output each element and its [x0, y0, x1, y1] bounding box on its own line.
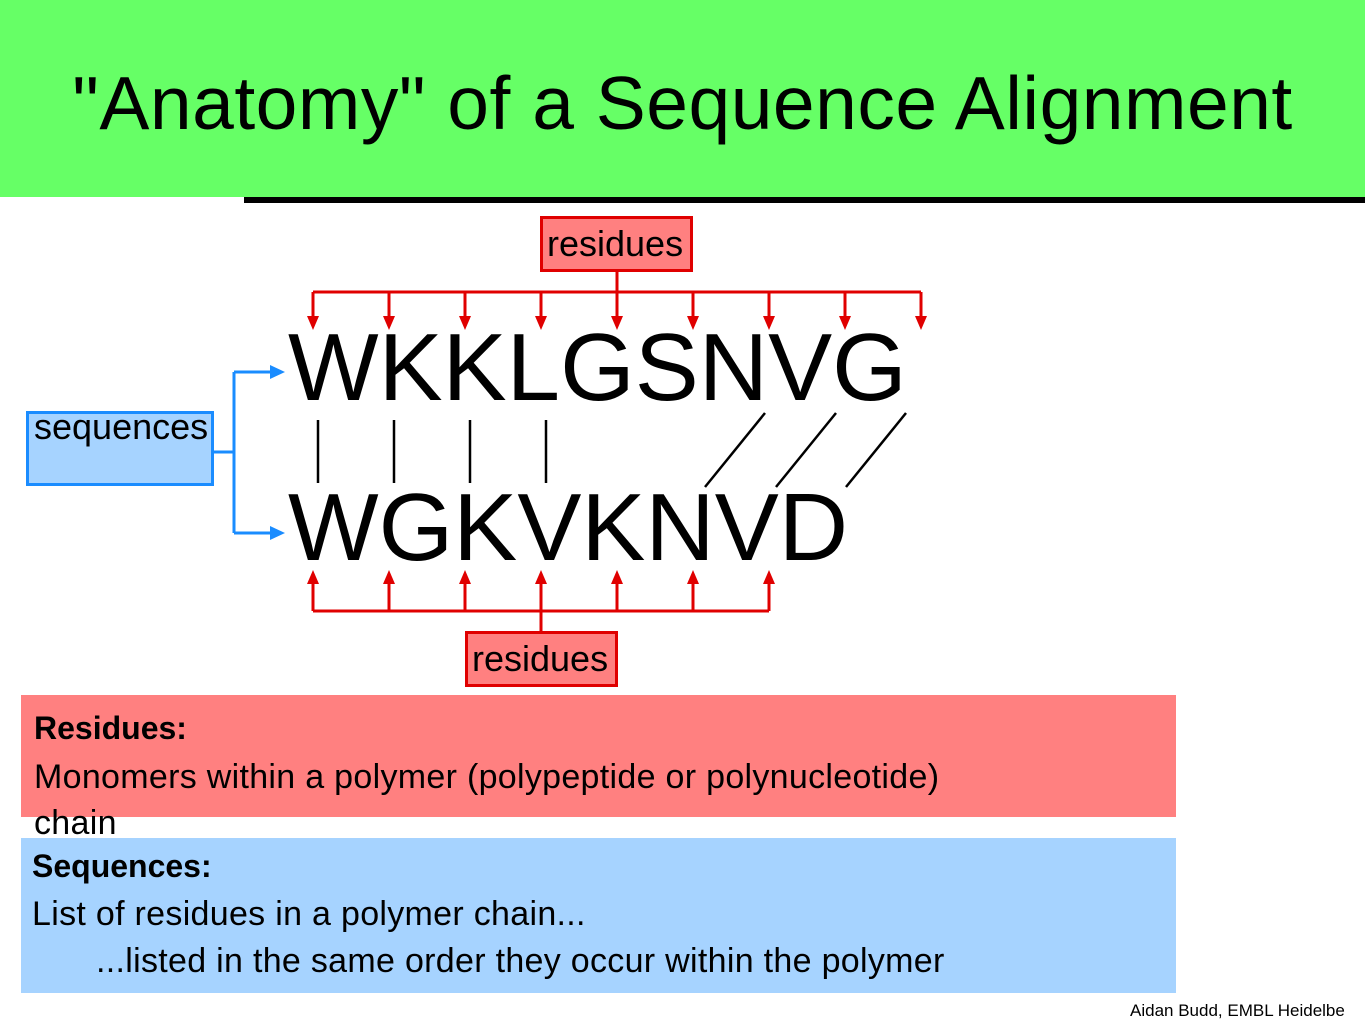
- bottom-arrow-5: [611, 570, 623, 611]
- sequences-definition-line-1: List of residues in a polymer chain...: [32, 895, 586, 933]
- top-arrow-1: [307, 292, 319, 330]
- align-link-5: [704, 412, 766, 488]
- sequence-arrow-top: [270, 365, 285, 379]
- residues-definition-box: [21, 695, 1176, 817]
- bottom-arrow-2: [383, 570, 395, 611]
- residues-label-bottom: residues: [465, 631, 618, 687]
- residues-definition-line-1: Monomers within a polymer (polypeptide o…: [34, 758, 940, 796]
- sequence-bracket: [213, 370, 272, 535]
- sequences-definition-box: [21, 838, 1176, 993]
- sequences-definition-line-2: ...listed in the same order they occur w…: [96, 942, 945, 980]
- top-arrow-3: [459, 292, 471, 330]
- author-credit: Aidan Budd, EMBL Heidelbe: [1130, 1001, 1345, 1020]
- bottom-arrow-1: [307, 570, 319, 611]
- sequence-top: WKKLGSNVG: [288, 314, 907, 421]
- residues-label-top: residues: [540, 216, 693, 272]
- sequences-definition-heading: Sequences:: [32, 848, 212, 884]
- bottom-arrow-3: [459, 570, 471, 611]
- bottom-arrow-tips: [307, 570, 775, 611]
- align-link-7: [845, 412, 907, 488]
- sequence-bottom: WGKVKNVD: [288, 474, 849, 581]
- sequence-arrow-heads: [270, 365, 285, 540]
- top-arrow-4: [535, 292, 547, 330]
- residues-definition-line-2: chain: [34, 804, 117, 842]
- title-underline: [244, 197, 1365, 203]
- sequences-label-box: [26, 411, 214, 486]
- alignment-links: [316, 412, 907, 488]
- title-banner: [0, 0, 1365, 197]
- top-arrow-6: [687, 292, 699, 330]
- top-arrow-5: [611, 292, 623, 330]
- top-arrow-9: [915, 292, 927, 330]
- top-arrow-7: [763, 292, 775, 330]
- sequence-arrow-bottom: [270, 526, 285, 540]
- bottom-residue-arrows: [313, 609, 769, 633]
- top-residue-arrows: [313, 271, 921, 294]
- bottom-arrow-6: [687, 570, 699, 611]
- top-arrow-tips: [307, 292, 927, 330]
- bottom-arrow-4: [535, 570, 547, 611]
- align-link-6: [775, 412, 837, 488]
- bottom-arrow-7: [763, 570, 775, 611]
- top-arrow-8: [839, 292, 851, 330]
- sequences-label: sequences: [34, 406, 209, 447]
- top-arrow-2: [383, 292, 395, 330]
- slide-title: "Anatomy" of a Sequence Alignment: [72, 61, 1293, 145]
- residues-definition-heading: Residues:: [34, 710, 187, 746]
